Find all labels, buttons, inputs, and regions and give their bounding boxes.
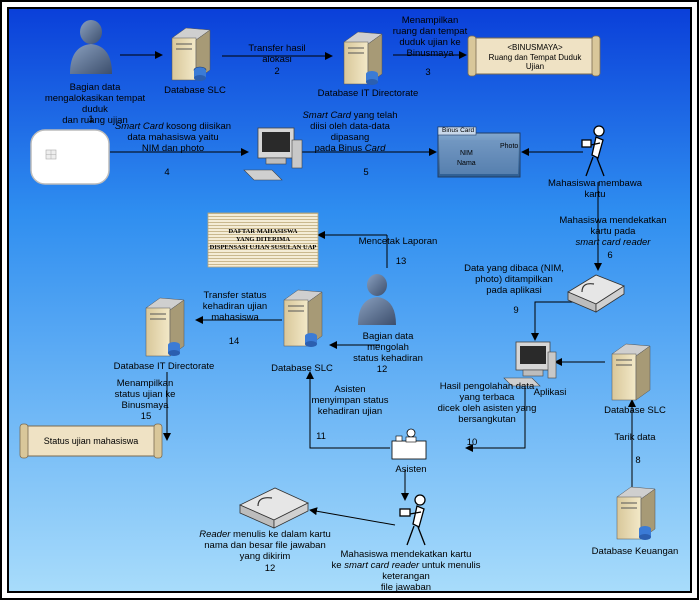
db-slc-mid-label: Database SLC: [271, 363, 333, 374]
mhs-kartu-text3: untuk menulis keterangan file jawaban: [380, 560, 481, 593]
smart-card-kosong-label: Smart Card kosong diisikan data mahasisw…: [108, 121, 238, 154]
daftar-mahasiswa-document: [207, 212, 319, 268]
binus-card-photo: Photo: [500, 143, 519, 150]
binus-card-nim: NIM: [460, 150, 473, 157]
arrow-11: [306, 371, 390, 449]
db-slc-top-label: Database SLC: [164, 85, 226, 96]
step-4-label: 4: [164, 167, 170, 178]
hasil-pengolahan-label: Hasil pengolahan data yang terbaca dicek…: [437, 381, 537, 425]
transfer-hasil-label: Transfer hasil alokasi: [248, 43, 306, 65]
server-db-slc-mid-icon: [283, 289, 323, 347]
mhs-mendekatkan-text: Mahasiswa mendekatkan kartu pada: [559, 215, 667, 237]
smart-card-diisi-italic: Smart Card: [302, 110, 352, 121]
menampilkan-status-label: Menampilkan status ujian ke Binusmaya: [114, 378, 176, 411]
server-db-it-bottom-icon: [145, 297, 185, 357]
tarik-data-label: Tarik data: [614, 432, 656, 443]
server-db-keuangan-icon: [616, 486, 656, 540]
transfer-status-label: Transfer status kehadiran ujian mahasisw…: [202, 290, 268, 323]
card-reader-bottom-icon: [239, 487, 309, 529]
mhs-kartu-label: Mahasiswa mendekatkan kartu ke smart car…: [316, 549, 496, 593]
db-slc-right-label: Database SLC: [604, 405, 666, 416]
reader-menulis-rest: menulis ke dalam kartu nama dan besar fi…: [204, 529, 331, 562]
step-3-label: 3: [425, 67, 431, 78]
binus-card-graphic: [437, 126, 521, 178]
blank-smart-card: [30, 129, 110, 185]
mhs-kartu-text1: Mahasiswa mendekatkan kartu ke: [331, 549, 472, 571]
step-10-label: 10: [466, 437, 478, 448]
asisten-desk-icon: [391, 428, 427, 460]
db-keuangan-label: Database Keuangan: [591, 546, 679, 557]
bagian-data-top-label: Bagian data mengalokasikan tempat duduk …: [44, 82, 146, 126]
mencetak-laporan-label: Mencetak Laporan: [358, 236, 438, 247]
menampilkan-ruang-label: Menampilkan ruang dan tempat duduk ujian…: [392, 15, 468, 59]
step-11-label: 11: [316, 431, 326, 442]
step-6-label: 6: [607, 250, 613, 261]
computer-card-writer-icon: [243, 127, 303, 181]
smart-card-kosong-italic: Smart Card: [114, 121, 164, 132]
person-bagian-data-icon: [70, 20, 112, 74]
step-8-label: 8: [635, 455, 641, 466]
binus-card-nama: Nama: [457, 160, 476, 167]
reader-menulis-label: Reader menulis ke dalam kartu nama dan b…: [180, 529, 350, 562]
person-bagian-data-status-icon: [358, 274, 396, 325]
status-ujian-scroll: [19, 423, 163, 459]
arrow-mhs-to-reader: [309, 507, 396, 526]
reader-menulis-italic: Reader: [199, 529, 231, 540]
server-db-slc-top-icon: [171, 27, 211, 81]
db-it-bottom-label: Database IT Directorate: [113, 361, 215, 372]
step-14-label: 14: [228, 336, 240, 347]
card-reader-right-icon: [567, 274, 625, 313]
status-ujian-box-label: Status ujian mahasiswa: [43, 436, 139, 446]
aplikasi-label: Aplikasi: [533, 387, 567, 398]
step-1-label: 1: [88, 114, 94, 125]
binusmaya-subtitle: Ruang dan Tempat Duduk Ujian: [488, 53, 582, 71]
mhs-kartu-italic: smart card reader: [344, 560, 420, 571]
step-12-status-label: 12: [376, 364, 388, 375]
smart-card-kosong-rest: kosong diisikan data mahasiswa yaitu NIM…: [127, 121, 232, 154]
smart-card-diisi-rest: yang telah diisi oleh data-data dipasang…: [310, 110, 398, 154]
daftar-mahasiswa-text: DAFTAR MAHASISWA YANG DITERIMA DISPENSAS…: [209, 228, 317, 251]
server-db-it-top-icon: [343, 31, 383, 85]
arrow-9: [531, 301, 585, 341]
step-15-label: 15: [140, 411, 152, 422]
data-dibaca-label: Data yang dibaca (NIM, photo) ditampilka…: [464, 263, 564, 296]
asisten-label: Asisten: [395, 464, 427, 475]
computer-aplikasi-icon: [503, 341, 557, 387]
mahasiswa-walking-top-icon: [581, 125, 605, 177]
step-9-label: 9: [513, 305, 519, 316]
db-it-top-label: Database IT Directorate: [317, 88, 419, 99]
asisten-menyimpan-label: Asisten menyimpan status kehadiran ujian: [311, 384, 389, 417]
step-12-reader-label: 12: [264, 563, 276, 574]
connectors: [110, 51, 636, 526]
arrow-10: [465, 378, 526, 452]
binus-card-title: Binus Card: [442, 127, 475, 134]
step-5-label: 5: [363, 167, 369, 178]
step-13-label: 13: [395, 256, 407, 267]
smart-card-diisi-card: Card: [364, 143, 386, 154]
mhs-membawa-label: Mahasiswa membawa kartu: [548, 178, 642, 200]
bagian-data-status-label: Bagian data mengolah status kehadiran: [353, 331, 423, 364]
smart-card-diisi-label: Smart Card yang telah diisi oleh data-da…: [300, 110, 400, 154]
mahasiswa-walking-bottom-icon: [399, 494, 426, 546]
binusmaya-title: <BINUSMAYA>: [507, 43, 563, 52]
step-2-label: 2: [274, 66, 280, 77]
binusmaya-scroll: [467, 35, 601, 77]
mhs-mendekatkan-italic: smart card reader: [575, 237, 651, 248]
server-db-slc-right-icon: [611, 343, 651, 401]
